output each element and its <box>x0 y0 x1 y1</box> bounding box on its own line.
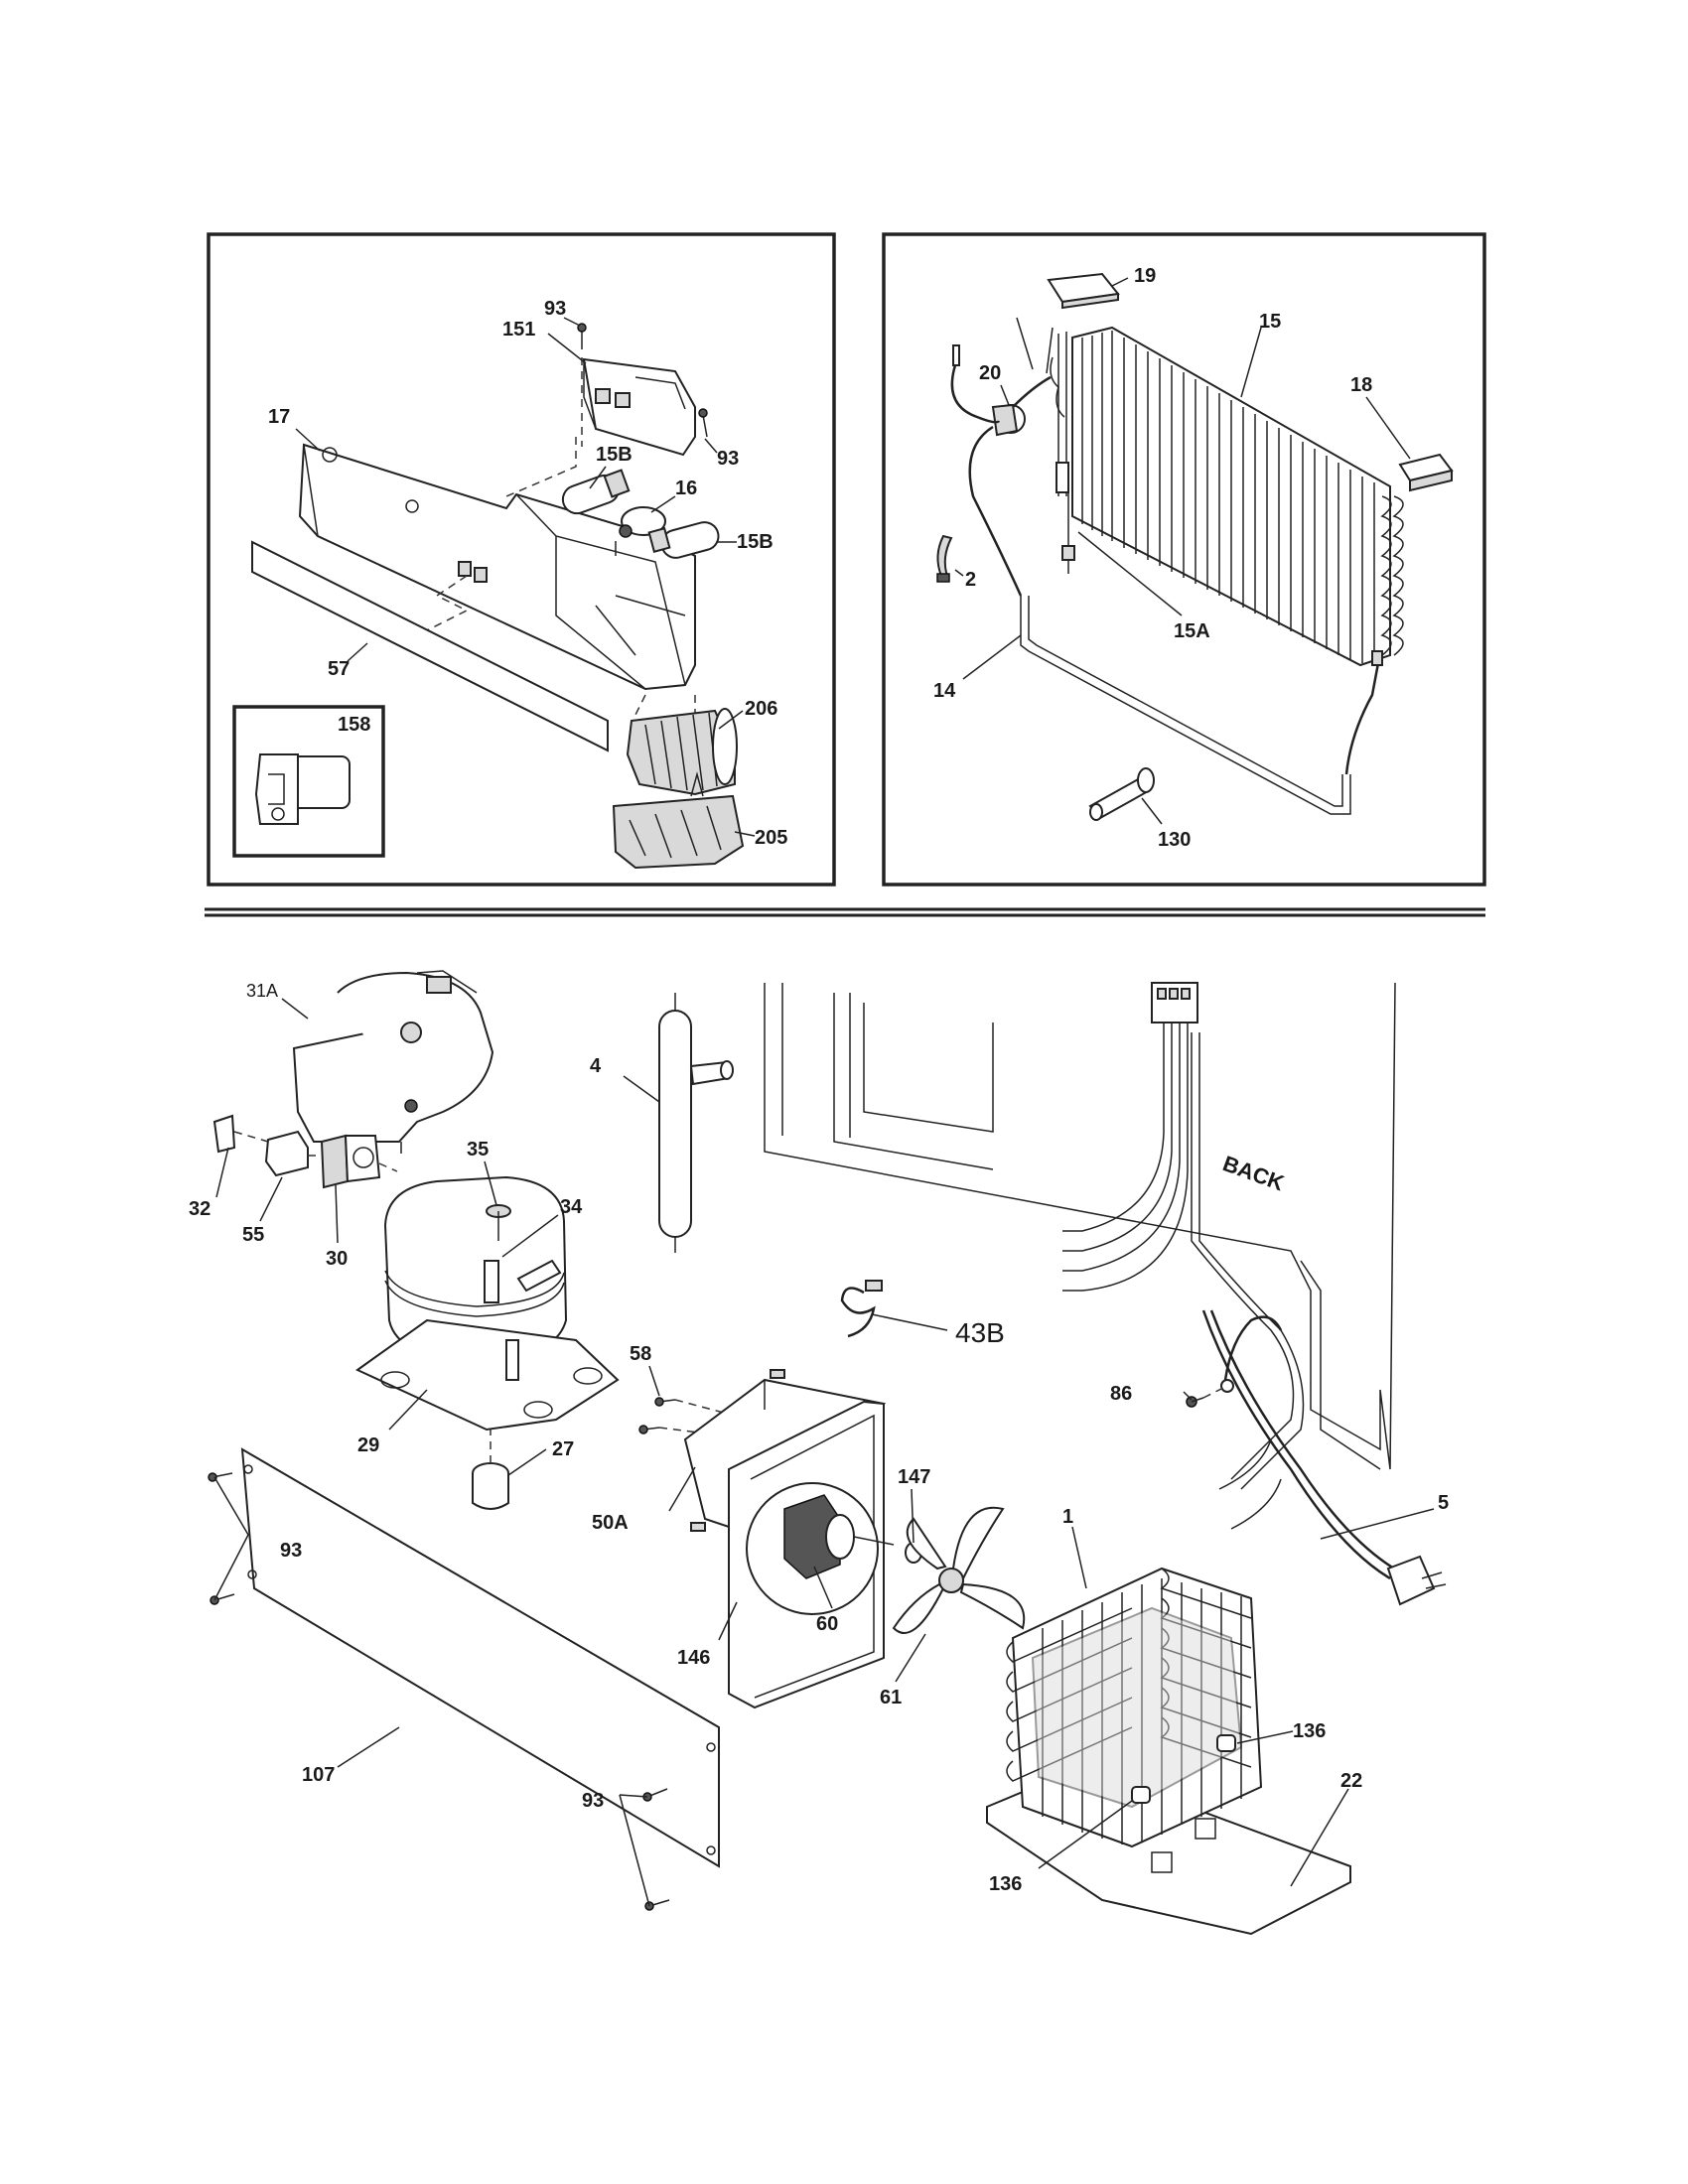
screw-35 <box>486 1204 511 1241</box>
label-205: 205 <box>755 827 787 849</box>
label-151: 151 <box>502 319 535 341</box>
label-16: 16 <box>675 478 697 499</box>
thermostat-20 <box>991 317 1054 437</box>
label-43B: 43B <box>955 1317 1005 1348</box>
label-50A: 50A <box>592 1512 629 1534</box>
section-separator <box>205 907 1485 917</box>
label-136-left: 136 <box>989 1873 1022 1895</box>
label-61: 61 <box>880 1687 902 1708</box>
label-22: 22 <box>1340 1770 1362 1792</box>
cabinet-back <box>764 982 1396 1470</box>
label-27: 27 <box>552 1438 574 1460</box>
label-15A: 15A <box>1174 620 1210 642</box>
label-5: 5 <box>1438 1492 1449 1514</box>
label-93-a: 93 <box>544 298 566 320</box>
label-34: 34 <box>560 1196 583 1218</box>
label-158: 158 <box>338 714 370 736</box>
label-15B-b: 15B <box>737 531 774 553</box>
wire-harness <box>1062 982 1305 1490</box>
label-136-right: 136 <box>1293 1720 1326 1742</box>
label-146: 146 <box>677 1647 710 1669</box>
label-93-b: 93 <box>717 448 739 470</box>
label-35: 35 <box>467 1139 489 1160</box>
bracket-151 <box>582 357 696 457</box>
label-60: 60 <box>816 1613 838 1635</box>
dash-housing-filter <box>634 694 646 716</box>
panel-top-right: 19 15 20 18 2 15A 14 130 <box>882 232 1486 887</box>
label-58: 58 <box>630 1343 651 1365</box>
panel-top-left-frame <box>207 232 836 887</box>
label-55: 55 <box>242 1224 264 1246</box>
bracket-31A <box>292 970 494 1154</box>
label-93-left: 93 <box>280 1540 302 1562</box>
drain-130 <box>1088 767 1155 821</box>
clip-43B <box>840 1280 883 1338</box>
spacer-136-right <box>1216 1734 1236 1752</box>
label-17: 17 <box>268 406 290 428</box>
bulb-15B-left <box>561 469 631 515</box>
receiver-drier-4 <box>658 993 734 1253</box>
evaporator-15 <box>1050 326 1404 667</box>
tube-line-a <box>1218 1438 1272 1490</box>
label-31A: 31A <box>246 981 278 1001</box>
label-19: 19 <box>1134 265 1156 287</box>
label-14: 14 <box>933 680 956 702</box>
label-57: 57 <box>328 658 350 680</box>
dash-lens-housing <box>416 575 469 636</box>
lens-57 <box>251 540 609 752</box>
label-4: 4 <box>590 1055 602 1077</box>
overload-30 <box>320 1134 398 1189</box>
screws-58 <box>638 1397 756 1440</box>
condenser-1 <box>1006 1567 1263 1848</box>
label-2: 2 <box>965 569 976 591</box>
ground-screw-86 <box>1186 1315 1283 1408</box>
label-86: 86 <box>1110 1383 1132 1405</box>
power-cord-5 <box>1201 1309 1447 1606</box>
compressor-29 <box>355 1175 620 1432</box>
wire-32 <box>212 1114 269 1154</box>
fan-motor-60 <box>783 1494 895 1579</box>
socket-16 <box>615 506 666 556</box>
label-130: 130 <box>1158 829 1191 851</box>
relay-55 <box>264 1130 326 1177</box>
housing-17 <box>298 443 696 691</box>
pad-18 <box>1398 453 1454 492</box>
dash-151-housing <box>505 437 577 497</box>
inset-158 <box>232 705 385 858</box>
label-15: 15 <box>1259 311 1281 333</box>
label-32: 32 <box>189 1198 211 1220</box>
screws-93-right <box>642 1788 670 1911</box>
cover-205 <box>612 771 745 870</box>
filter-206 <box>626 708 738 796</box>
screw-93-right <box>698 408 708 438</box>
panel-bottom: BACK <box>189 970 1449 1936</box>
label-93-right: 93 <box>582 1790 604 1812</box>
fan-blade-61 <box>892 1506 1026 1634</box>
screw-93-top <box>577 323 587 349</box>
label-206: 206 <box>745 698 777 720</box>
heater-15A <box>1055 462 1075 574</box>
label-15B-a: 15B <box>596 444 633 466</box>
label-30: 30 <box>326 1248 348 1270</box>
rear-panel-107 <box>240 1447 720 1868</box>
label-29: 29 <box>357 1434 379 1456</box>
label-147: 147 <box>898 1466 930 1488</box>
bulb-15B-right <box>647 521 720 559</box>
panel-top-right-frame <box>882 232 1486 887</box>
wiring-14 <box>950 344 1383 815</box>
screws-93-left <box>208 1472 235 1605</box>
clip-2 <box>936 534 953 583</box>
tube-line-b <box>1230 1478 1282 1530</box>
grommet-27 <box>472 1430 509 1510</box>
panel-top-left: 93 151 93 17 15B 16 15B 57 206 158 205 <box>207 232 836 887</box>
label-1: 1 <box>1062 1506 1073 1528</box>
label-18: 18 <box>1350 374 1372 396</box>
inset-158-frame <box>232 705 385 858</box>
spacer-136-left <box>1131 1786 1151 1804</box>
pad-19 <box>1047 272 1120 310</box>
label-20: 20 <box>979 362 1001 384</box>
label-107: 107 <box>302 1764 335 1786</box>
label-back: BACK <box>1219 1151 1287 1195</box>
